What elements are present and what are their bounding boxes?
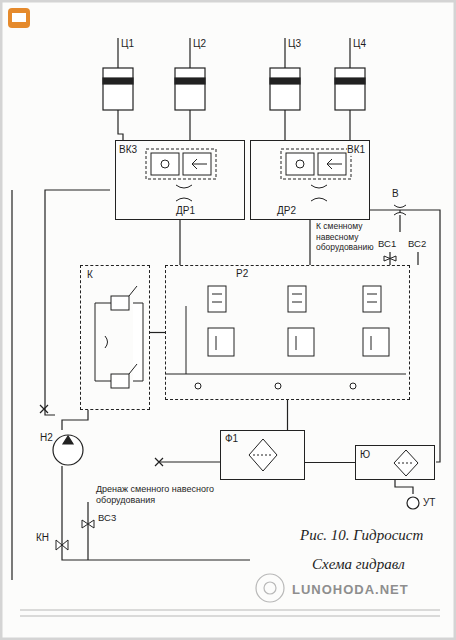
hydraulic-line xyxy=(189,128,190,140)
hydraulic-line xyxy=(284,128,285,140)
callout-letter: В xyxy=(392,188,399,200)
hydraulic-line xyxy=(349,128,350,140)
callout-number: ВС1 xyxy=(378,238,396,250)
caption-text: Схема гидравл xyxy=(312,556,405,573)
figure-caption: Рис. 10. Гидросист xyxy=(300,527,423,544)
part-label: Ц2 xyxy=(193,38,206,50)
hydraulic-line xyxy=(305,462,355,463)
hydraulic-line xyxy=(179,220,180,265)
hydraulic-cylinder: Ц1 xyxy=(98,38,138,128)
watermark xyxy=(20,574,440,616)
symbol xyxy=(330,38,370,128)
symbol xyxy=(170,38,210,128)
valve-symbols xyxy=(56,205,406,550)
part-label: ДР1 xyxy=(176,205,195,217)
part-label: Ц3 xyxy=(288,38,301,50)
site-icon xyxy=(8,8,30,28)
hydraulic-cylinder: Ц2 xyxy=(170,38,210,128)
hydraulic-line xyxy=(118,128,123,140)
callout-number: ВС2 xyxy=(408,238,426,250)
symbol xyxy=(98,38,138,128)
relief-valve-block: К xyxy=(80,265,150,410)
valve-block: ВК1ДР2 xyxy=(250,140,370,220)
symbol xyxy=(166,266,409,399)
part-label: Н2 xyxy=(40,432,53,444)
distributor-block: Р2 xyxy=(165,265,410,400)
part-label: Р2 xyxy=(236,268,248,280)
part-label: ДР2 xyxy=(277,205,296,217)
hydraulic-line xyxy=(287,400,288,430)
callout-number: КН xyxy=(36,532,49,544)
pipe-lines xyxy=(12,190,440,580)
part-label: К xyxy=(87,269,93,281)
filter-box: Ф1 xyxy=(220,430,305,480)
filter-box: Ю xyxy=(355,445,435,480)
watermark-text: LUNOHODA.NET xyxy=(292,582,409,597)
note-text: К сменному навесному оборудованию xyxy=(316,221,382,253)
symbol xyxy=(81,266,149,409)
part-label: Ц4 xyxy=(353,38,366,50)
hydraulic-line xyxy=(309,220,310,265)
part-label: Ю xyxy=(360,449,370,461)
part-label: Ц1 xyxy=(121,38,134,50)
hydraulic-cylinder: Ц3 xyxy=(265,38,305,128)
valve-block: ВК3ДР1 xyxy=(115,140,245,220)
hydraulic-line xyxy=(62,410,88,430)
part-label: Ф1 xyxy=(225,433,238,445)
part-label: ВК1 xyxy=(347,144,365,156)
part-label: ВК3 xyxy=(119,144,137,156)
hydraulic-line xyxy=(395,480,413,494)
hydraulic-cylinder: Ц4 xyxy=(330,38,370,128)
callout-number: ВС3 xyxy=(98,512,116,524)
pump: Н2 xyxy=(40,430,84,468)
note-text: Дренаж сменного навесного оборудования xyxy=(96,484,246,506)
symbol xyxy=(265,38,305,128)
tank: УТ xyxy=(405,494,450,512)
hydraulic-line xyxy=(150,332,165,333)
part-label: УТ xyxy=(423,497,435,509)
